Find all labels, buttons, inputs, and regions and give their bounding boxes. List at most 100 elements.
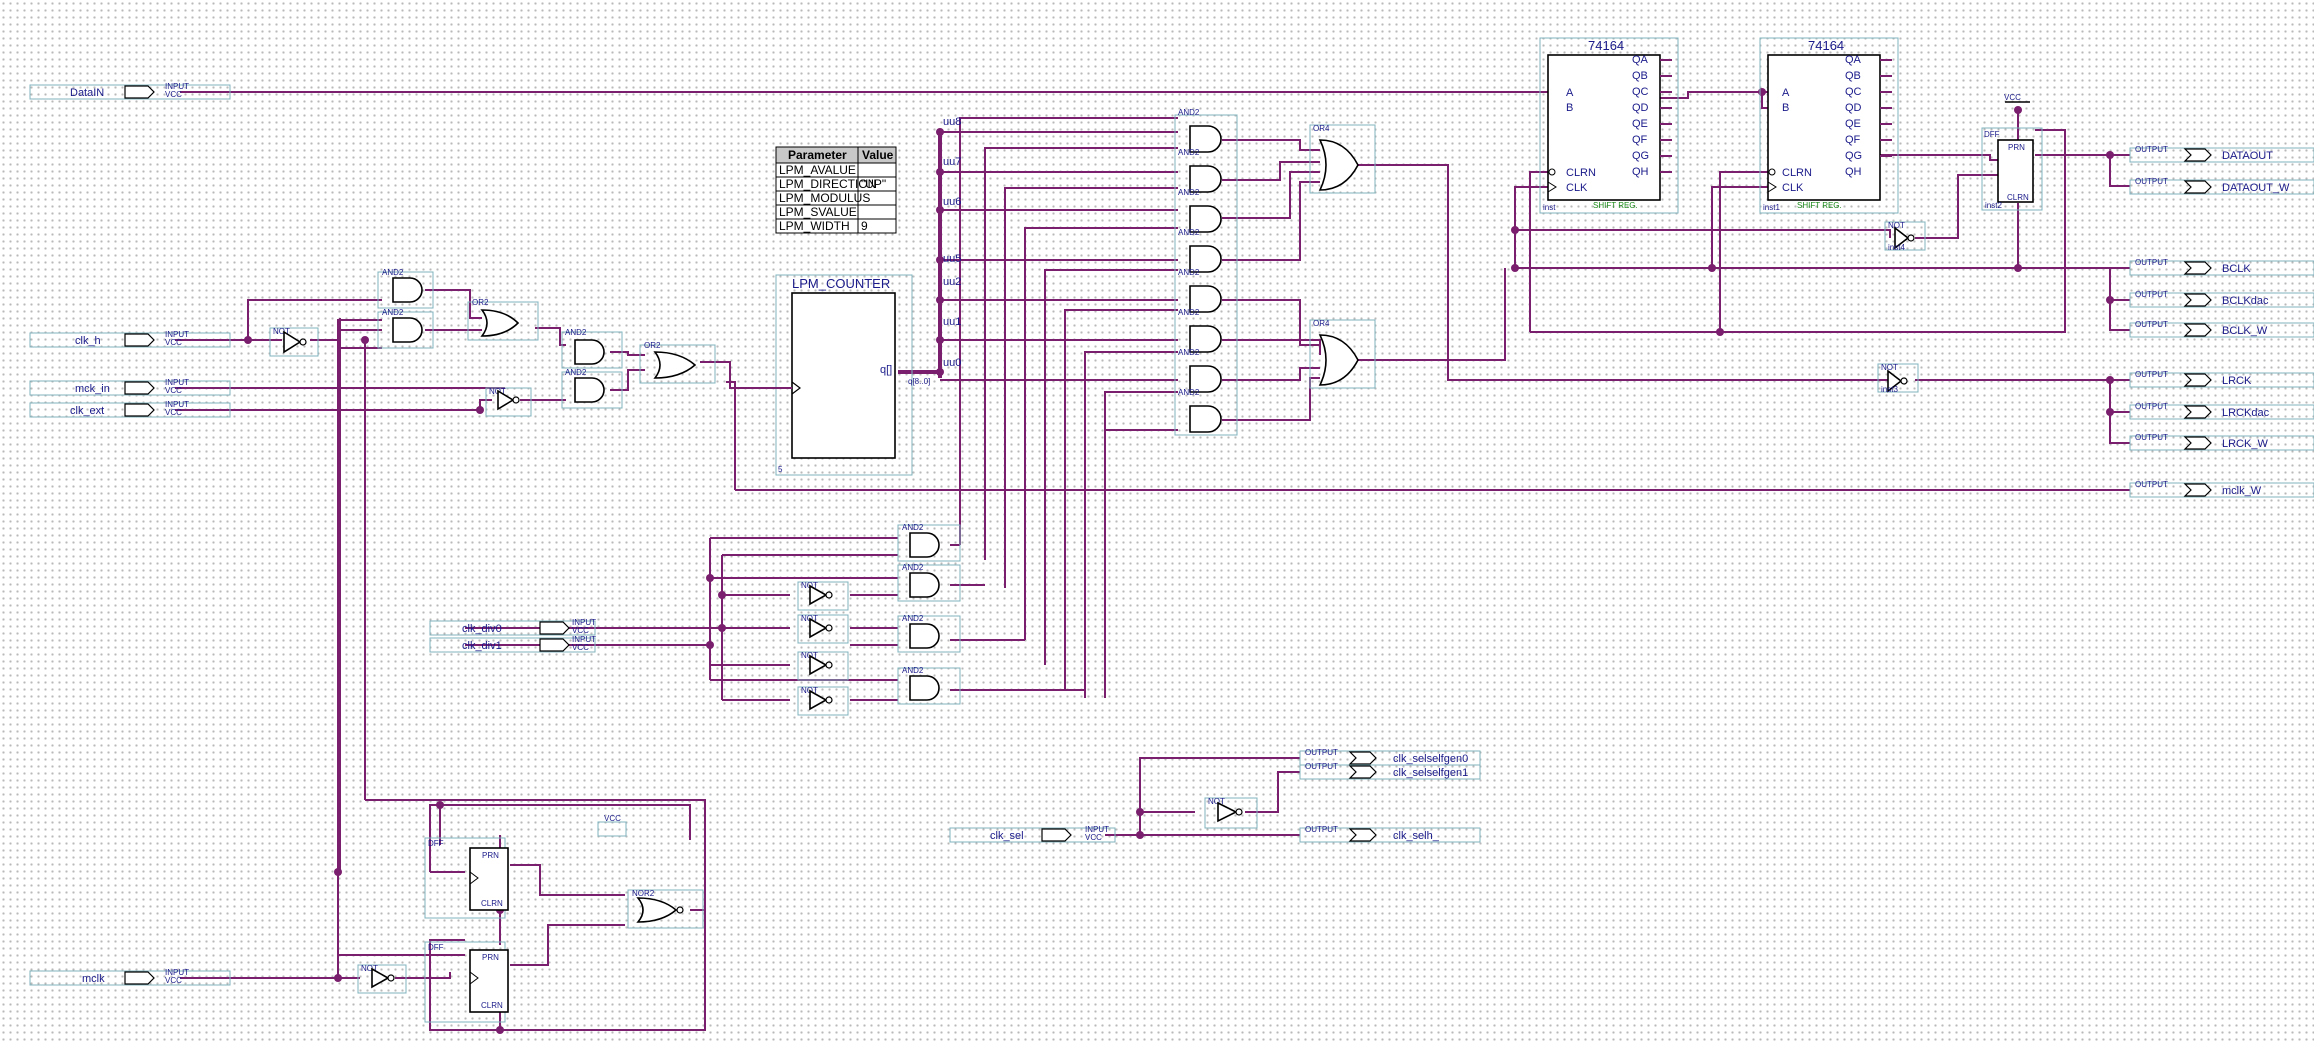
lpm-counter[interactable]: LPM_COUNTER q[] q[8..0] 5 xyxy=(735,274,930,476)
input-pin-clk-h[interactable]: clk_h INPUT VCC xyxy=(29,330,231,348)
pin-sub-label: VCC xyxy=(572,643,589,652)
and2-gate[interactable]: AND2 xyxy=(1178,308,1222,353)
output-pin-clk-selh[interactable]: OUTPUT clk_selh_ xyxy=(1299,825,1481,843)
output-pin-lrckdac[interactable]: OUTPUT LRCKdac xyxy=(2129,402,2314,420)
pin-type-label: OUTPUT xyxy=(2135,177,2168,186)
gate-type-label: AND2 xyxy=(1178,268,1200,277)
not-gate[interactable]: NOT xyxy=(797,651,849,681)
output-pin-lrck[interactable]: OUTPUT LRCK xyxy=(2129,370,2314,388)
gate-type-label: DFF xyxy=(1984,130,2000,139)
wires xyxy=(175,91,2130,1031)
input-pin-clk-div0[interactable]: clk_div0 INPUT VCC xyxy=(429,618,596,636)
and2-gate[interactable]: AND2 xyxy=(897,523,961,562)
and2-gate-mck-bottom[interactable]: AND2 xyxy=(561,368,623,409)
input-pins[interactable]: DataIN INPUT VCC clk_h INPUT VCC mck_in … xyxy=(29,82,1116,986)
output-pins[interactable]: OUTPUT DATAOUT OUTPUT DATAOUT_W OUTPUT B… xyxy=(1299,145,2314,843)
and2-gate[interactable]: AND2 xyxy=(897,563,961,602)
gate-type-label: AND2 xyxy=(1178,108,1200,117)
and2-gate[interactable]: AND2 xyxy=(1178,348,1222,393)
output-pin-clk-selselfgen0[interactable]: OUTPUT clk_selselfgen0 xyxy=(1299,748,1481,766)
shift-reg-pin: QF xyxy=(1632,134,1648,146)
dff-output[interactable]: VCC DFF PRN CLRN inst2 xyxy=(1981,93,2043,211)
pin-sub-label: VCC xyxy=(165,90,182,99)
not-gate-clk-h[interactable]: NOT xyxy=(269,327,319,357)
gate-type-label: AND2 xyxy=(1178,228,1200,237)
shift-reg-pin: B xyxy=(1566,102,1573,114)
dff-bottom-2[interactable]: DFF PRN CLRN xyxy=(424,941,509,1023)
param-row-name: LPM_SVALUE xyxy=(779,205,857,219)
dff-prn-label: PRN xyxy=(2008,143,2025,152)
not-gate-lrck[interactable]: NOT inst3 xyxy=(1877,363,1919,394)
gate-type-label: AND2 xyxy=(902,614,924,623)
and2-gate-clk-top[interactable]: AND2 xyxy=(377,268,434,309)
shift-register-2[interactable]: 74164 A B CLRN CLK QA QB QC QD QE QF QG … xyxy=(1759,37,1899,214)
vcc-label: VCC xyxy=(2004,93,2021,102)
dff-prn-label: PRN xyxy=(482,851,499,860)
and2-gate[interactable]: AND2 xyxy=(1178,268,1222,313)
dff-bottom-1[interactable]: DFF PRN CLRN xyxy=(424,837,509,919)
or4-gate-bottom[interactable]: OR4 xyxy=(1309,319,1376,389)
and-gate-column[interactable]: AND2 AND2 AND2 AND2 AND2 AND2 AND2 AND2 xyxy=(1174,108,1238,436)
not-gate[interactable]: NOT xyxy=(797,614,849,644)
or2-gate-clk[interactable]: OR2 xyxy=(467,298,539,341)
output-pin-dataout[interactable]: OUTPUT DATAOUT xyxy=(2129,145,2314,163)
nor2-gate[interactable]: NOR2 xyxy=(627,889,704,929)
gate-type-label: AND2 xyxy=(565,328,587,337)
parameter-table[interactable]: Parameter Value LPM_AVALUE LPM_DIRECTION… xyxy=(775,146,897,234)
pin-type-label: OUTPUT xyxy=(2135,480,2168,489)
not-gate-clk-sel[interactable]: NOT xyxy=(1204,797,1258,829)
gate-type-label: NOT xyxy=(1208,797,1225,806)
pin-type-label: OUTPUT xyxy=(1305,762,1338,771)
pin-sub-label: VCC xyxy=(1085,833,1102,842)
output-pin-mclk-w[interactable]: OUTPUT mclk_W xyxy=(2129,480,2314,498)
output-pin-mclk-w-label: mclk_W xyxy=(2222,485,2262,497)
output-pin-bclk-w[interactable]: OUTPUT BCLK_W xyxy=(2129,320,2314,338)
pin-sub-label: VCC xyxy=(165,408,182,417)
shift-reg-footer: SHIFT REG. xyxy=(1797,201,1842,210)
net-label-uu6: uu6 xyxy=(943,196,961,208)
input-pin-clk-sel-label: clk_sel xyxy=(990,830,1024,842)
output-pin-bclk[interactable]: OUTPUT BCLK xyxy=(2129,258,2314,276)
counter-bus-label: q[8..0] xyxy=(908,377,930,386)
not-gate-bclk[interactable]: NOT inst4 xyxy=(1884,221,1926,252)
and2-gate[interactable]: AND2 xyxy=(1178,388,1222,433)
and2-gate[interactable]: AND2 xyxy=(1178,228,1222,273)
input-pin-clk-sel[interactable]: clk_sel INPUT VCC xyxy=(949,825,1116,843)
input-pin-clk-div1[interactable]: clk_div1 INPUT VCC xyxy=(429,635,596,653)
and2-gate-clk-bottom[interactable]: AND2 xyxy=(377,308,434,349)
not-gate-mck[interactable]: NOT xyxy=(485,387,532,417)
pin-type-label: OUTPUT xyxy=(2135,370,2168,379)
and2-gate[interactable]: AND2 xyxy=(1178,188,1222,233)
not-gate[interactable]: NOT xyxy=(797,686,849,716)
input-pin-clk-ext[interactable]: clk_ext INPUT VCC xyxy=(29,400,231,418)
and2-gate-mck-top[interactable]: AND2 xyxy=(561,328,623,369)
or2-gate-mck[interactable]: OR2 xyxy=(639,341,716,384)
pin-type-label: INPUT xyxy=(165,378,189,387)
input-pin-mck-in[interactable]: mck_in INPUT VCC xyxy=(29,378,231,396)
junctions xyxy=(244,88,2114,1034)
not-gate[interactable]: NOT xyxy=(797,581,849,611)
shift-reg-pin: CLK xyxy=(1782,182,1804,194)
output-pin-bclk-label: BCLK xyxy=(2222,263,2251,275)
or4-gate-top[interactable]: OR4 xyxy=(1309,124,1376,194)
shift-reg-pin: QH xyxy=(1845,166,1862,178)
output-pin-dataout-w[interactable]: OUTPUT DATAOUT_W xyxy=(2129,177,2314,195)
not-gate-mclk[interactable]: NOT xyxy=(357,964,407,994)
and2-gate[interactable]: AND2 xyxy=(897,614,961,653)
shift-register-1[interactable]: 74164 A B CLRN CLK QA QB QC QD QE QF QG … xyxy=(1539,37,1679,214)
not-inst-label: inst3 xyxy=(1881,385,1898,394)
and2-gate[interactable]: AND2 xyxy=(897,666,961,705)
decoder-gates[interactable]: AND2 AND2 AND2 AND2 NOT NOT xyxy=(797,523,961,716)
input-pin-clk-ext-label: clk_ext xyxy=(70,405,104,417)
output-pin-lrck-w[interactable]: OUTPUT LRCK_W xyxy=(2129,433,2314,451)
input-pin-datain[interactable]: DataIN INPUT VCC xyxy=(29,82,231,100)
input-pin-mclk[interactable]: mclk INPUT VCC xyxy=(29,968,231,986)
output-pin-clk-selselfgen1[interactable]: OUTPUT clk_selselfgen1 xyxy=(1299,762,1481,780)
and2-gate[interactable]: AND2 xyxy=(1178,148,1222,193)
output-pin-bclkdac[interactable]: OUTPUT BCLKdac xyxy=(2129,290,2314,308)
shift-reg-pin: QF xyxy=(1845,134,1861,146)
gate-type-label: AND2 xyxy=(382,268,404,277)
and2-gate[interactable]: AND2 xyxy=(1178,108,1222,153)
shift-reg-title: 74164 xyxy=(1588,38,1624,53)
